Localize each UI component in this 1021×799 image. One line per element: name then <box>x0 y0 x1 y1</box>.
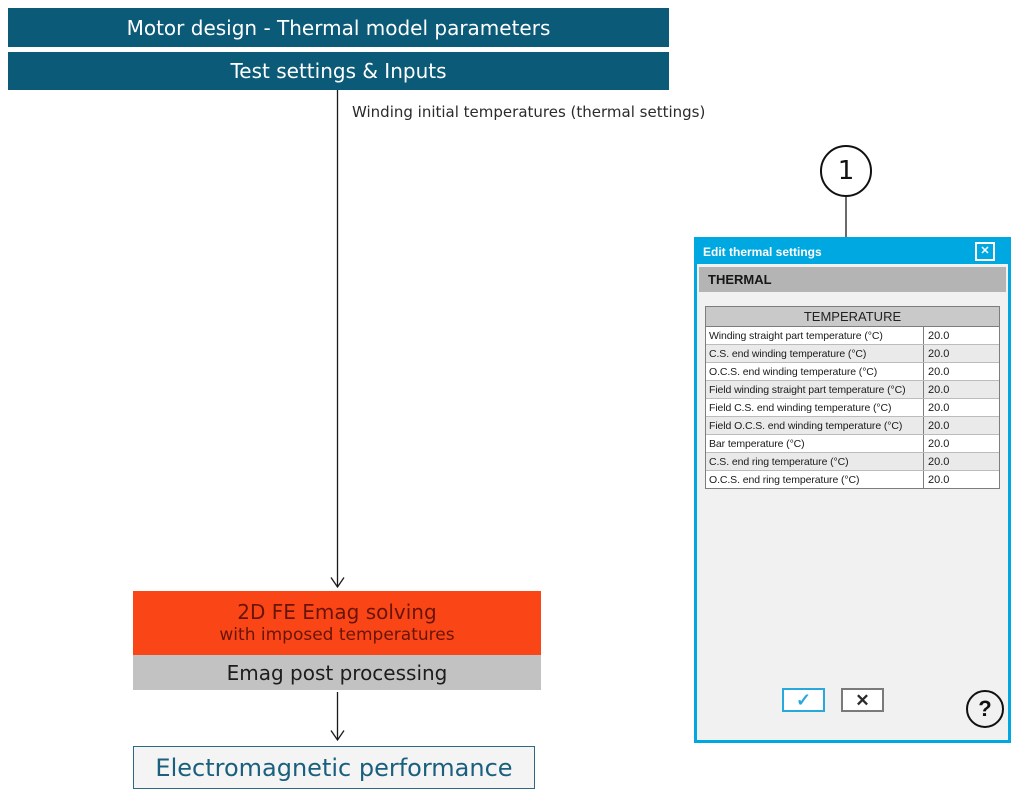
table-row: Bar temperature (°C) 20.0 <box>706 434 999 452</box>
dialog-title: Edit thermal settings <box>703 245 822 259</box>
banner-test-settings: Test settings & Inputs <box>8 52 669 90</box>
help-button[interactable]: ? <box>966 690 1004 728</box>
parameter-label: Field winding straight part temperature … <box>706 381 924 398</box>
solver-box: 2D FE Emag solving with imposed temperat… <box>133 591 541 655</box>
flow-arrow-label: Winding initial temperatures (thermal se… <box>352 103 706 121</box>
close-icon[interactable]: ✕ <box>975 242 995 261</box>
section-header-thermal: THERMAL <box>699 267 1006 292</box>
parameter-label: O.C.S. end winding temperature (°C) <box>706 363 924 380</box>
parameter-label: O.C.S. end ring temperature (°C) <box>706 471 924 488</box>
table-row: C.S. end ring temperature (°C) 20.0 <box>706 452 999 470</box>
dialog-titlebar[interactable]: Edit thermal settings <box>697 240 1008 264</box>
table-body: Winding straight part temperature (°C) 2… <box>706 327 999 488</box>
arrowhead-icon <box>330 577 345 589</box>
table-row: Field winding straight part temperature … <box>706 380 999 398</box>
table-row: Field C.S. end winding temperature (°C) … <box>706 398 999 416</box>
cancel-button[interactable]: ✕ <box>841 688 884 712</box>
dialog-footer: ✓ ✕ <box>782 688 884 712</box>
table-row: O.C.S. end ring temperature (°C) 20.0 <box>706 470 999 488</box>
arrowhead-icon <box>330 730 345 742</box>
cross-icon: ✕ <box>855 690 870 710</box>
parameter-value-field[interactable]: 20.0 <box>928 455 950 468</box>
table-row: O.C.S. end winding temperature (°C) 20.0 <box>706 362 999 380</box>
solver-box-line1: 2D FE Emag solving <box>237 600 437 625</box>
parameter-value-field[interactable]: 20.0 <box>928 329 950 342</box>
question-mark-icon: ? <box>978 696 992 721</box>
table-row: Field O.C.S. end winding temperature (°C… <box>706 416 999 434</box>
edit-thermal-settings-dialog: Edit thermal settings ✕ THERMAL TEMPERAT… <box>694 237 1011 743</box>
table-row: Winding straight part temperature (°C) 2… <box>706 327 999 344</box>
check-icon: ✓ <box>795 690 812 710</box>
parameter-label: C.S. end winding temperature (°C) <box>706 345 924 362</box>
parameter-label: Field C.S. end winding temperature (°C) <box>706 399 924 416</box>
banner-motor-design: Motor design - Thermal model parameters <box>8 8 669 47</box>
parameter-value-field[interactable]: 20.0 <box>928 473 950 486</box>
parameter-value-field[interactable]: 20.0 <box>928 383 950 396</box>
parameter-value-field[interactable]: 20.0 <box>928 401 950 414</box>
parameter-value-field[interactable]: 20.0 <box>928 437 950 450</box>
temperature-table: TEMPERATURE Winding straight part temper… <box>705 306 1000 489</box>
annotation-number: 1 <box>820 145 872 197</box>
ok-button[interactable]: ✓ <box>782 688 825 712</box>
parameter-value-field[interactable]: 20.0 <box>928 365 950 378</box>
table-row: C.S. end winding temperature (°C) 20.0 <box>706 344 999 362</box>
parameter-value-field[interactable]: 20.0 <box>928 419 950 432</box>
result-box: Electromagnetic performance <box>133 746 535 789</box>
parameter-label: C.S. end ring temperature (°C) <box>706 453 924 470</box>
solver-box-line2: with imposed temperatures <box>219 624 455 645</box>
post-processing-box: Emag post processing <box>133 655 541 690</box>
parameter-label: Field O.C.S. end winding temperature (°C… <box>706 417 924 434</box>
parameter-value-field[interactable]: 20.0 <box>928 347 950 360</box>
parameter-label: Bar temperature (°C) <box>706 435 924 452</box>
parameter-label: Winding straight part temperature (°C) <box>706 327 924 344</box>
table-header-temperature: TEMPERATURE <box>706 307 999 327</box>
